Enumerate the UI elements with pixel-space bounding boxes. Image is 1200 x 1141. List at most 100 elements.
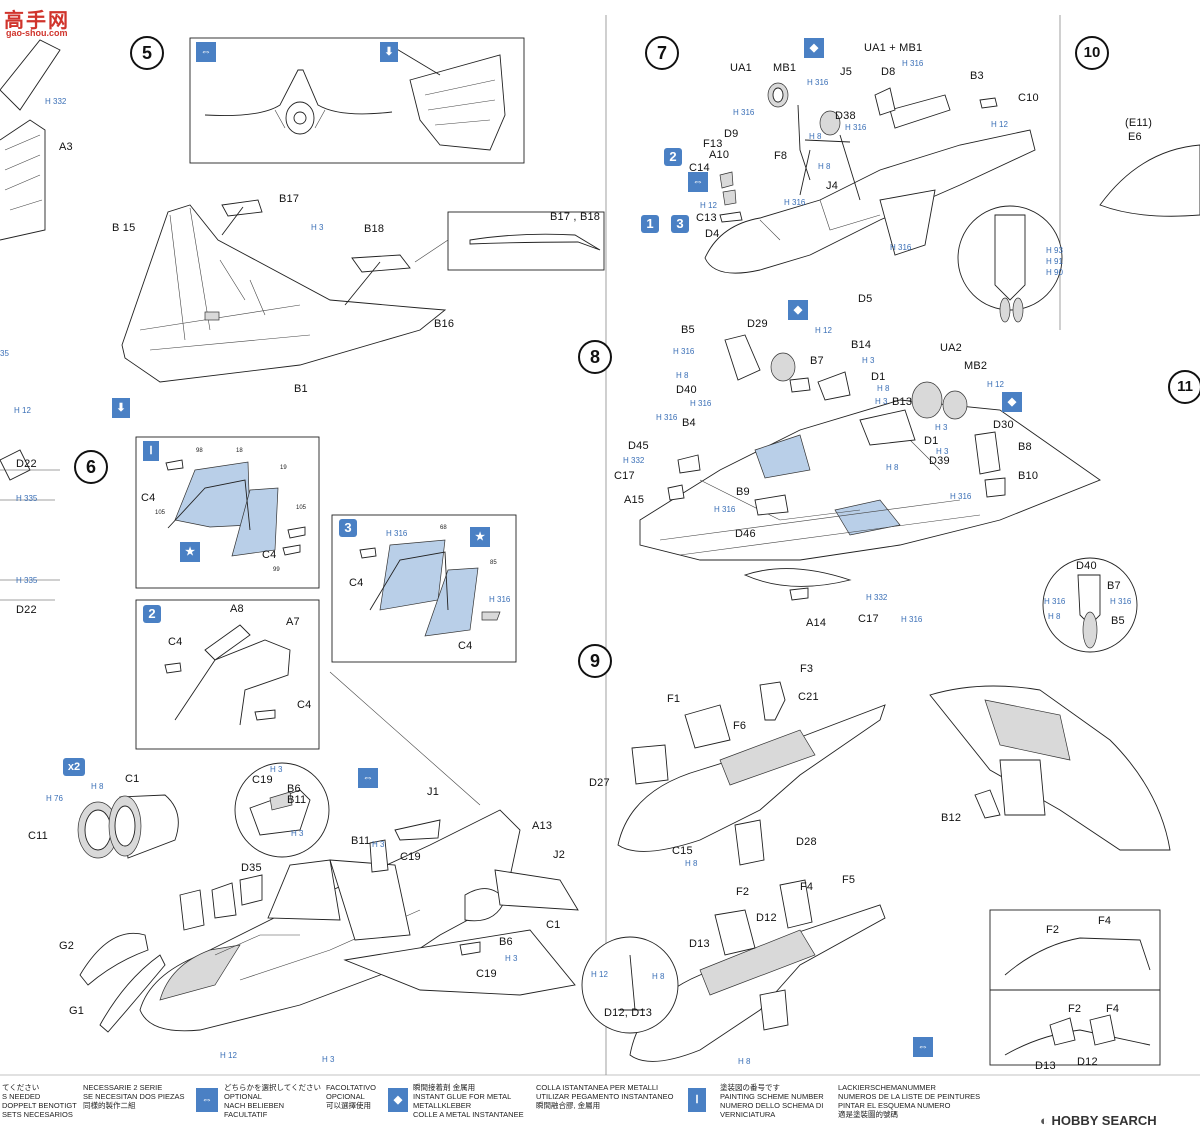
step5-view-box — [189, 37, 525, 164]
part-label: C1 — [125, 773, 140, 785]
part-label: D35 — [241, 862, 262, 874]
part-label: F5 — [842, 874, 856, 886]
hint-color: H 316 — [656, 413, 678, 422]
optional-arrows-icon: ⇔ — [688, 172, 708, 192]
step9-pin-inset — [581, 936, 679, 1034]
part-label: D12 — [756, 912, 777, 924]
legend-needed: てください S NEEDED DOPPELT BENOTIGT SETS NEC… — [2, 1083, 77, 1119]
legend-needed-2: NECESSARIE 2 SERIE SE NECESITAN DOS PIEZ… — [83, 1083, 185, 1110]
part-label: C19 — [476, 968, 497, 980]
part-label: MB2 — [964, 360, 988, 372]
hint-color: H 12 — [14, 406, 31, 415]
optional-arrows-icon: ⇔ — [358, 768, 378, 788]
hint-color: H 316 — [950, 492, 972, 501]
part-label: C4 — [349, 577, 364, 589]
hint-color: H 91 — [1046, 257, 1063, 266]
part-number: 105 — [296, 505, 307, 511]
hint-color: H 335 — [16, 576, 38, 585]
part-number: 18 — [236, 448, 243, 454]
step5-detail-callout — [414, 211, 605, 271]
scheme-1-icon: Ⅰ — [143, 441, 159, 461]
hint-color: H 12 — [591, 970, 608, 979]
scheme-1-badge: 1 — [641, 215, 659, 233]
part-number: 99 — [273, 567, 280, 573]
part-number: 19 — [280, 465, 287, 471]
part-label: B13 — [892, 396, 913, 408]
part-number: 98 — [196, 448, 203, 454]
part-label: (E11) — [1125, 117, 1153, 129]
hint-color: H 8 — [91, 782, 104, 791]
part-label: C1 — [546, 919, 561, 931]
part-label: B17 , B18 — [550, 211, 601, 223]
hint-color: H 316 — [1044, 597, 1066, 606]
step6-box-3 — [331, 514, 517, 663]
step7-fuselage-art — [704, 82, 1036, 274]
part-label: A10 — [709, 149, 730, 161]
hint-color: H 12 — [815, 326, 832, 335]
glue-tube-icon: ⬇ — [380, 42, 398, 62]
hint-color: H 3 — [270, 765, 283, 774]
part-label: B12 — [941, 812, 962, 824]
part-label: D39 — [929, 455, 950, 467]
hint-color: H 8 — [886, 463, 899, 472]
step-6-number: 6 — [74, 450, 108, 484]
step6-inset-circle — [234, 762, 330, 858]
hint-color: 35 — [0, 349, 9, 358]
hint-color: H 332 — [623, 456, 645, 465]
step10-canopy-art — [1099, 144, 1200, 217]
step-5-number: 5 — [130, 36, 164, 70]
part-label: D4 — [705, 228, 720, 240]
hobby-search-logo-text: HOBBY SEARCH — [1051, 1113, 1157, 1128]
part-label: C11 — [28, 830, 48, 842]
hint-color: H 8 — [676, 371, 689, 380]
hint-color: H 316 — [489, 595, 511, 604]
hint-color: H 316 — [386, 529, 408, 538]
part-label: F6 — [733, 720, 747, 732]
part-label: D30 — [993, 419, 1014, 431]
part-label: B5 — [681, 324, 695, 336]
hint-color: H 3 — [311, 223, 324, 232]
part-label: C14 — [689, 162, 710, 174]
part-label: B14 — [851, 339, 872, 351]
hint-color: H 8 — [738, 1057, 751, 1066]
part-label: D13 — [1035, 1060, 1056, 1072]
step9-canopy-box — [989, 909, 1161, 1066]
part-label: F2 — [1068, 1003, 1082, 1015]
part-label: F1 — [667, 693, 681, 705]
part-label: B4 — [682, 417, 696, 429]
step5-wing-assembly — [121, 199, 447, 383]
part-label: J2 — [553, 849, 566, 861]
step8-gear-inset — [1042, 557, 1138, 653]
hint-color: H 332 — [45, 97, 67, 106]
part-label: F4 — [800, 881, 814, 893]
part-label: B6 — [287, 783, 301, 795]
part-label: B11 — [287, 794, 307, 806]
part-label: D1 — [871, 371, 886, 383]
part-label: B18 — [364, 223, 385, 235]
hint-color: H 3 — [935, 423, 948, 432]
part-label: D12, D13 — [604, 1007, 653, 1019]
legend-painting-scheme-2: LACKIERSCHEMANUMMER NUMEROS DE LA LISTE … — [838, 1083, 981, 1119]
part-label: J1 — [427, 786, 440, 798]
part-label: B16 — [434, 318, 455, 330]
part-label: C17 — [858, 613, 879, 625]
star-icon: ★ — [180, 542, 200, 562]
hint-color: H 316 — [673, 347, 695, 356]
part-label: C13 — [696, 212, 717, 224]
optional-arrows-icon: ⇔ — [196, 1088, 218, 1112]
step6-fuselage-art — [79, 809, 579, 1033]
legend-optional: どちらかを選択してください OPTIONAL NACH BELIEBEN FAC… — [224, 1083, 322, 1119]
step5-front-view — [204, 69, 393, 135]
part-label: F2 — [1046, 924, 1060, 936]
part-label: A14 — [806, 617, 827, 629]
step-10-number: 10 — [1075, 36, 1109, 70]
part-label: C19 — [252, 774, 273, 786]
part-label: D29 — [747, 318, 768, 330]
metal-glue-icon: ◆ — [1002, 392, 1022, 412]
part-number: 85 — [490, 560, 497, 566]
part-label: D5 — [858, 293, 873, 305]
hint-color: H 316 — [902, 59, 924, 68]
step-11-number: 11 — [1168, 370, 1200, 404]
step5-wing-view — [389, 44, 506, 151]
